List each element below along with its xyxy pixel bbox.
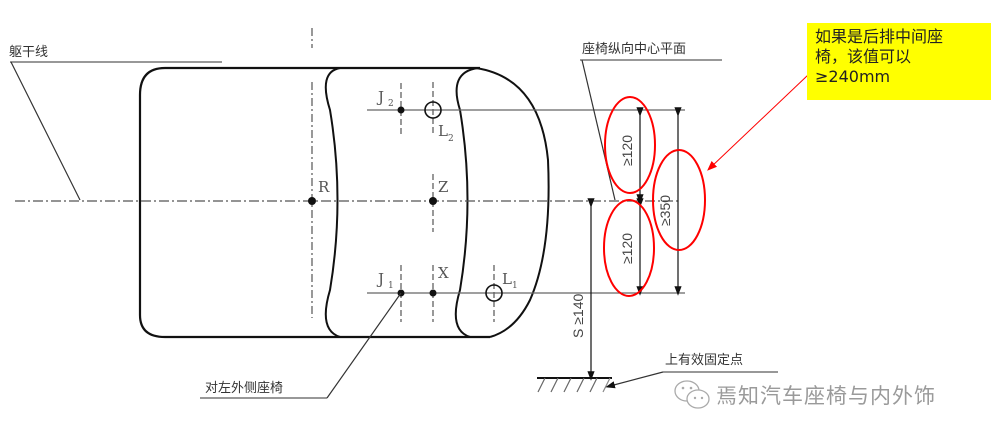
point-r (308, 197, 316, 205)
annotation-note: 如果是后排中间座 椅，该值可以 ≥240mm (807, 23, 991, 100)
upper-anchorage-ground (537, 377, 612, 393)
seat-curve-left (324, 67, 341, 338)
highlight-total-350 (652, 149, 706, 251)
highlight-upper-120 (604, 96, 656, 194)
torso-line-leader (10, 61, 222, 201)
annotation-line-3: ≥240mm (815, 67, 891, 86)
point-l2 (424, 101, 442, 119)
left-outboard-seat-label: 对左外侧座椅 (205, 381, 283, 396)
label-l1: L 1 (502, 270, 518, 291)
annotation-line-1: 如果是后排中间座 (815, 27, 944, 46)
dim-total-text: ≥350 (657, 195, 673, 226)
label-j2: J 2 (376, 88, 394, 109)
svg-text:1: 1 (388, 281, 394, 291)
svg-text:L: L (502, 270, 512, 288)
label-l2: L 2 (438, 122, 454, 144)
svg-text:1: 1 (512, 281, 518, 291)
label-x: X (438, 264, 449, 282)
annotation-arrow (707, 74, 809, 171)
svg-text:L: L (438, 122, 448, 140)
point-z (429, 197, 437, 205)
torso-line-label: 躯干线 (9, 44, 48, 60)
point-x (429, 289, 437, 297)
label-r: R (318, 178, 330, 196)
highlight-lower-120 (603, 199, 655, 297)
wechat-icon (674, 380, 710, 409)
svg-text:J: J (376, 88, 384, 106)
svg-text:2: 2 (388, 99, 394, 109)
point-j2 (397, 106, 405, 114)
svg-text:2: 2 (448, 134, 454, 144)
upper-anchorage-label: 上有效固定点 (665, 353, 743, 368)
point-l1 (485, 284, 503, 302)
seat-center-plane-leader (580, 59, 722, 201)
dim-lower-text: ≥120 (619, 233, 635, 264)
left-outboard-seat-leader (200, 292, 402, 399)
annotation-line-2: 椅，该值可以 (815, 47, 912, 66)
seat-cushion-outline (138, 66, 490, 339)
seat-curve-right (454, 67, 479, 338)
seat-back-outline (475, 67, 550, 338)
upper-anchorage-leader (605, 371, 778, 389)
dim-upper-text: ≥120 (619, 135, 635, 166)
dim-height-text: S ≥140 (570, 294, 586, 338)
watermark-text: 焉知汽车座椅与内外饰 (716, 384, 936, 408)
seat-center-plane-label: 座椅纵向中心平面 (582, 41, 686, 57)
label-j1: J 1 (376, 270, 394, 291)
label-z: Z (438, 178, 448, 196)
svg-text:J: J (376, 270, 384, 288)
